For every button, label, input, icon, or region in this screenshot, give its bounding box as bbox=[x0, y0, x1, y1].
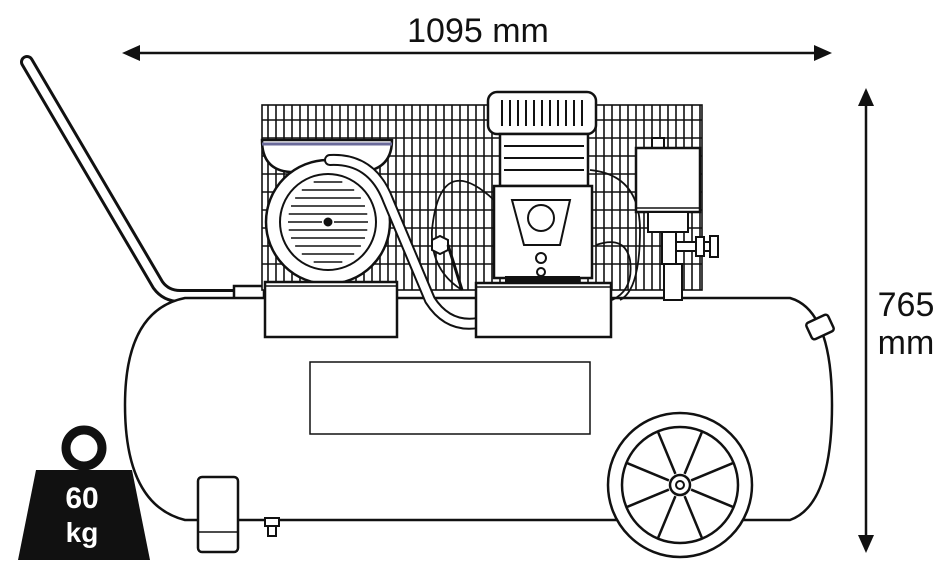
outlet-connector bbox=[675, 235, 719, 258]
weight-value: 60 bbox=[65, 482, 98, 515]
wheel-icon bbox=[606, 411, 754, 559]
front-foot bbox=[196, 475, 240, 554]
electric-motor bbox=[260, 138, 399, 339]
weight-unit: kg bbox=[66, 517, 99, 548]
handle bbox=[20, 55, 266, 308]
width-dimension bbox=[122, 45, 832, 61]
tank-valve bbox=[805, 313, 835, 341]
delivery-pipe bbox=[431, 169, 641, 301]
pressure-switch bbox=[634, 137, 702, 301]
height-dimension bbox=[858, 88, 874, 553]
compressor-pump bbox=[474, 90, 613, 339]
height-value-label: 765 bbox=[878, 286, 935, 324]
width-label: 1095 mm bbox=[407, 12, 549, 50]
pipe-fitting bbox=[431, 234, 464, 291]
height-unit-label: mm bbox=[878, 324, 935, 362]
air-hose bbox=[324, 153, 484, 330]
weight-icon bbox=[18, 425, 150, 560]
label-plate bbox=[309, 361, 591, 435]
drain-valve bbox=[264, 517, 280, 537]
